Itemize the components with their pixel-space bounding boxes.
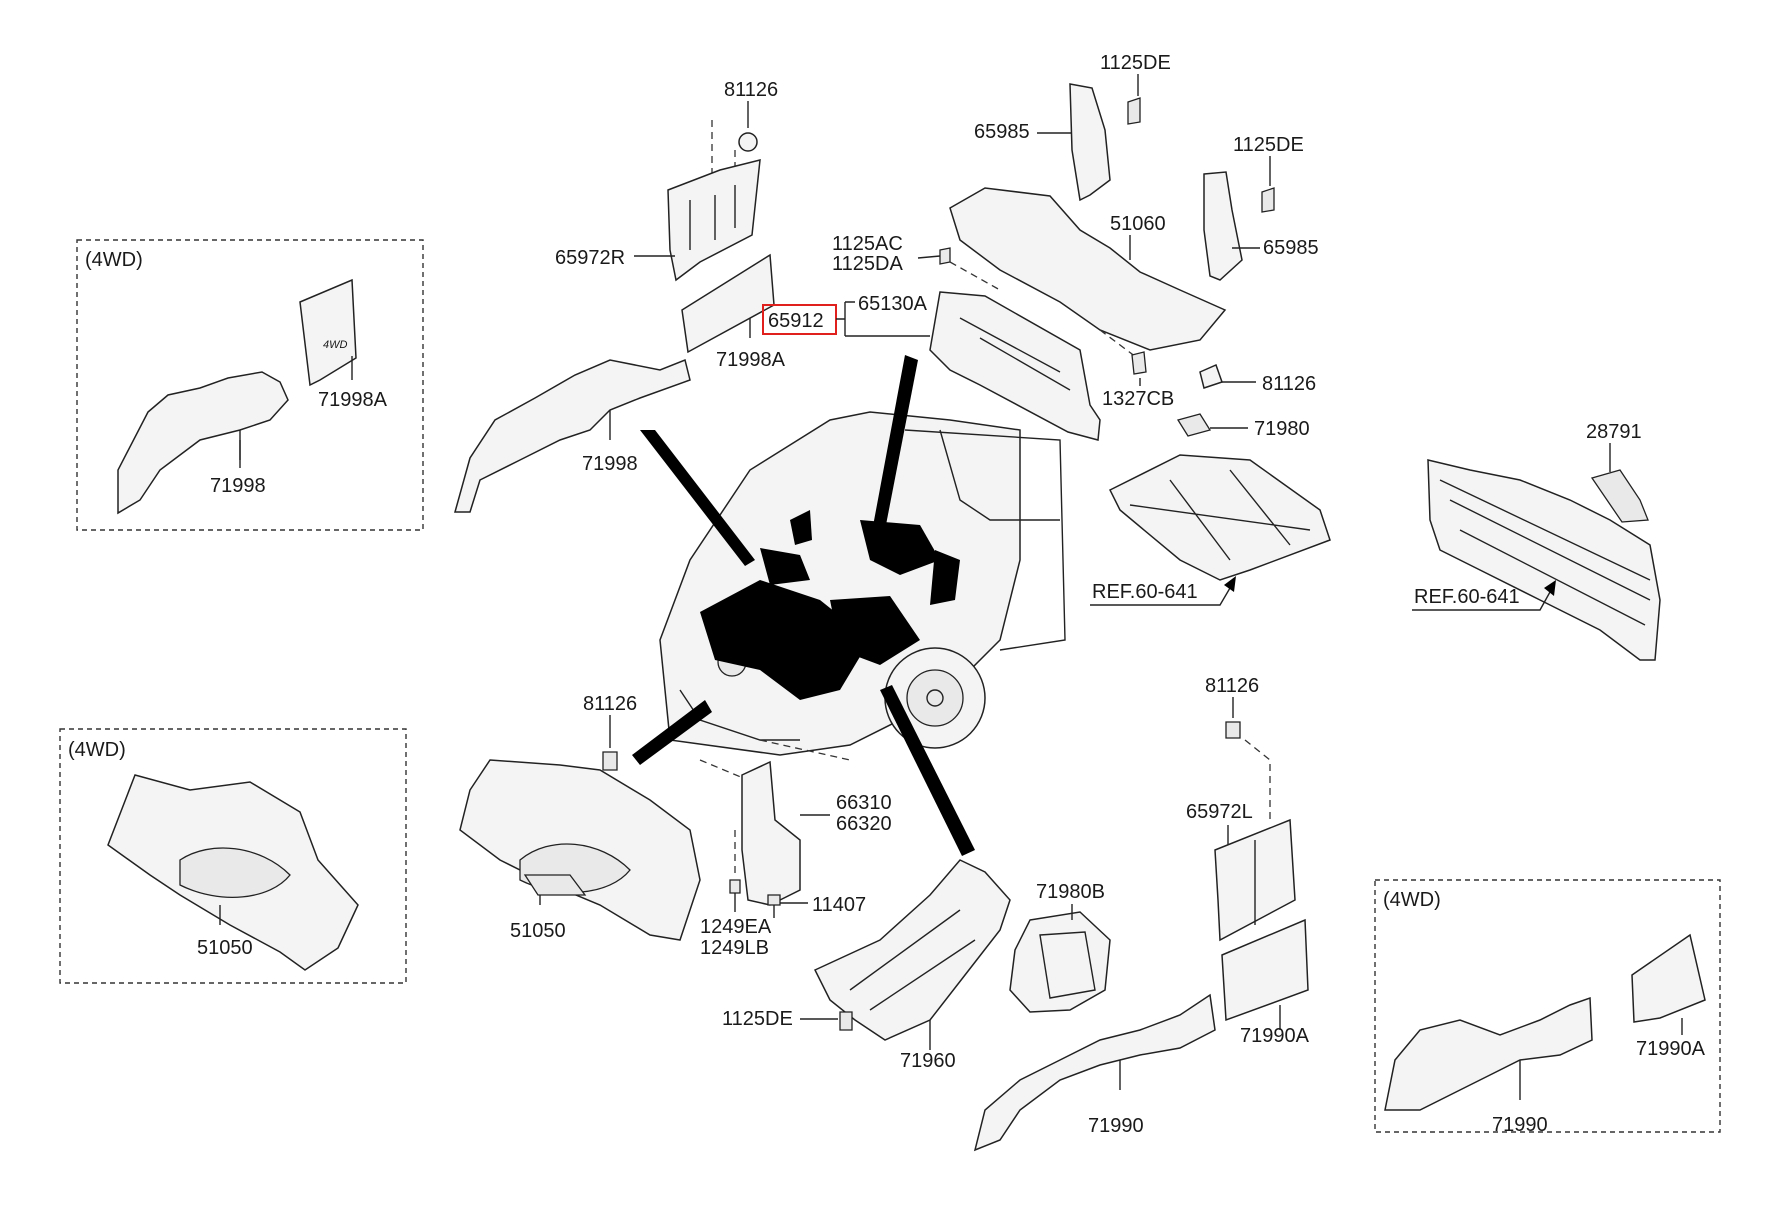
label-81126-d: 81126	[1205, 675, 1259, 697]
label-81126-b: 81126	[1262, 373, 1316, 395]
label-65130A: 65130A	[858, 293, 928, 315]
label-65985-b: 65985	[1263, 237, 1319, 259]
label-71990-main: 71990	[1088, 1115, 1144, 1137]
label-1125AC: 1125AC	[832, 233, 903, 255]
group-rear-panel-28791: 28791 REF.60-641	[1412, 421, 1661, 661]
group-66310: 66310 66320 1249EA 1249LB 11407	[700, 760, 892, 959]
label-1249LB: 1249LB	[700, 937, 769, 959]
label-81126-c: 81126	[583, 693, 637, 715]
svg-text:4WD: 4WD	[323, 339, 348, 351]
label-71990A-main: 71990A	[1240, 1025, 1310, 1047]
label-51050-box: 51050	[197, 937, 253, 959]
group-65985-cowl: 1125DE 65985 1125DE 65985 51060	[949, 52, 1319, 351]
label-71990A-box: 71990A	[1636, 1038, 1706, 1060]
label-51060: 51060	[1110, 213, 1166, 235]
label-11407: 11407	[812, 894, 866, 916]
vehicle-illustration	[632, 355, 1066, 856]
label-65972R: 65972R	[555, 247, 625, 269]
label-66320: 66320	[836, 813, 892, 835]
label-1125DE-b: 1125DE	[1233, 134, 1304, 156]
group-51050: 81126 51050	[459, 693, 701, 942]
label-ref-60-641-b: REF.60-641	[1414, 586, 1520, 608]
label-65985-a: 65985	[974, 121, 1030, 143]
label-71998A-main: 71998A	[716, 349, 786, 371]
label-66310: 66310	[836, 792, 892, 814]
label-71998A-box: 71998A	[318, 389, 388, 411]
label-1327CB: 1327CB	[1102, 388, 1174, 410]
label-71980: 71980	[1254, 418, 1310, 440]
svg-text:(4WD): (4WD)	[1383, 889, 1441, 911]
box-4wd-top-left: (4WD) 4WD 71998A 71998	[76, 239, 424, 531]
label-71980B: 71980B	[1036, 881, 1105, 903]
label-65972L: 65972L	[1186, 801, 1253, 823]
label-1125DE-a: 1125DE	[1100, 52, 1171, 74]
svg-text:(4WD): (4WD)	[68, 739, 126, 761]
label-71960: 71960	[900, 1050, 956, 1072]
label-28791: 28791	[1586, 421, 1642, 443]
label-71998-box: 71998	[210, 475, 266, 497]
label-ref-60-641-a: REF.60-641	[1092, 581, 1198, 603]
group-71960: 1125DE 71960	[722, 859, 1011, 1072]
label-1249EA: 1249EA	[700, 916, 772, 938]
box-4wd-bottom-right: (4WD) 71990 71990A	[1374, 879, 1721, 1136]
group-65972L: 81126 65972L 71990A 71990	[973, 675, 1310, 1152]
label-1125DA: 1125DA	[832, 253, 903, 275]
group-floor-71980: 71980 REF.60-641	[1090, 413, 1331, 606]
label-81126-a: 81126	[724, 79, 778, 101]
label-65912[interactable]: 65912	[768, 310, 824, 332]
label-71998-main: 71998	[582, 453, 638, 475]
group-71980B: 71980B	[1009, 881, 1111, 1013]
box-4wd-bottom-left: (4WD) 51050	[59, 728, 407, 984]
label-71990-box: 71990	[1492, 1114, 1548, 1136]
label-1125DE-c: 1125DE	[722, 1008, 793, 1030]
box-4wd-label: (4WD)	[85, 249, 143, 271]
group-65972R: 81126 65972R 71998A 71998	[454, 79, 786, 513]
label-51050-main: 51050	[510, 920, 566, 942]
group-65912-cowl-panel: 1125AC 1125DA 65912 65130A 1327CB 81126	[762, 233, 1316, 441]
